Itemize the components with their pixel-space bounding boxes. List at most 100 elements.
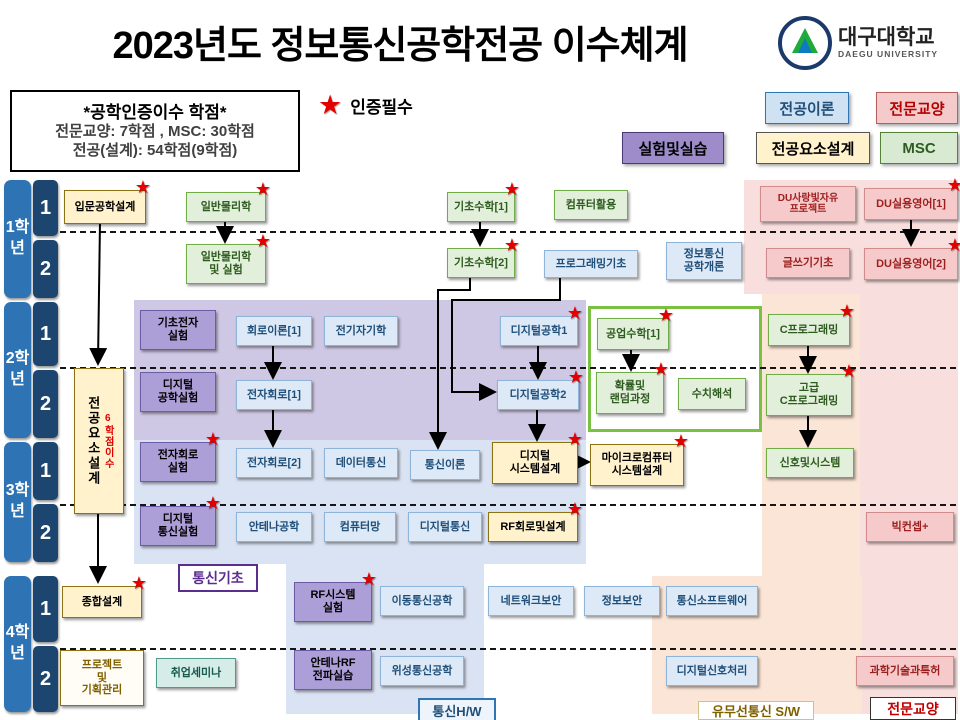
course-microcomputer-system-design: ★마이크로컴퓨터 시스템설계: [590, 432, 689, 486]
course-communication-theory: 통신이론: [410, 450, 480, 480]
course-digital-signal-processing: 디지털신호처리: [666, 656, 758, 686]
course-du-english-2: ★DU실용영어[2]: [864, 236, 960, 280]
course-label: 컴퓨터망: [339, 520, 381, 533]
course-antenna-rf-practice: 안테나RF 전파실습: [294, 650, 372, 690]
separator-y4: [60, 648, 956, 650]
course-mobile-communication: 이동통신공학: [380, 586, 464, 616]
legend-major-theory: 전공이론: [765, 92, 849, 124]
year-2-sem-2: 2: [33, 370, 58, 438]
course-label: 종합설계: [81, 595, 123, 608]
course-label: 과학기술과특허: [869, 664, 941, 677]
group-label-wireless-sw: 유무선통신 S/W: [698, 701, 814, 720]
course-engineering-math-1: ★공업수학[1]: [597, 306, 674, 350]
course-general-physics-lab: ★일반물리학 및 실험: [186, 232, 271, 284]
required-star-icon: ★: [946, 235, 960, 255]
course-digital-engineering-1: ★디지털공학1: [500, 304, 583, 346]
required-star-icon: ★: [840, 361, 857, 381]
course-rf-circuit-design: ★RF회로및설계: [488, 500, 583, 542]
year-3-label: 3학 년: [5, 482, 30, 520]
university-emblem-icon: [778, 16, 832, 70]
course-label: 디지털 공학실험: [157, 379, 199, 404]
course-electronic-circuits-1: 전자회로[1]: [236, 380, 312, 410]
course-ict-introduction: 정보통신 공학개론: [666, 242, 742, 280]
year-2: 2학 년: [4, 302, 31, 438]
course-computer-networks: 컴퓨터망: [324, 512, 396, 542]
course-circuit-theory-1: 회로이론[1]: [236, 316, 312, 346]
course-c-programming: ★C프로그래밍: [768, 302, 855, 346]
required-star-icon: ★: [652, 359, 669, 379]
required-star-icon: ★: [566, 429, 583, 449]
required-star-icon: ★: [360, 569, 377, 589]
separator-y1: [60, 231, 956, 233]
required-star-icon: ★: [838, 301, 855, 321]
required-star-icon: ★: [254, 179, 271, 199]
year-1-label: 1학 년: [5, 219, 30, 257]
required-star-icon: ★: [503, 179, 520, 199]
course-label: 회로이론[1]: [247, 324, 301, 337]
course-basic-electronics-lab: 기초전자 실험: [140, 310, 216, 350]
course-electromagnetics: 전기자기학: [324, 316, 398, 346]
required-star-icon: ★: [566, 303, 583, 323]
course-label: 디지털통신: [419, 520, 471, 533]
course-label: 일반물리학 및 실험: [200, 251, 252, 276]
course-electronic-circuits-2: 전자회로[2]: [236, 448, 312, 478]
required-star-icon: ★: [204, 493, 221, 513]
year-4-sem-2: 2: [33, 646, 58, 712]
course-communication-software: 통신소프트웨어: [666, 586, 758, 616]
course-satellite-communication: 위성통신공학: [380, 656, 464, 686]
course-label: 전기자기학: [335, 324, 387, 337]
course-label: 기초수학[2]: [454, 256, 508, 269]
course-label: 기초전자 실험: [157, 317, 199, 342]
course-job-seminar: 취업세미나: [156, 658, 236, 688]
course-label: 전공요소설계: [85, 396, 101, 486]
year-4-sem-1: 1: [33, 576, 58, 642]
course-intro-engineering-design: ★입문공학설계: [64, 178, 151, 224]
group-label-comm-basic: 통신기초: [178, 564, 258, 592]
course-data-communication: 데이터통신: [324, 448, 398, 478]
course-general-physics: ★일반물리학: [186, 180, 271, 222]
course-label: 프로젝트 및 기획관리: [81, 659, 123, 697]
course-basic-math-2: ★기초수학[2]: [447, 236, 520, 278]
course-label: RF회로및설계: [500, 520, 566, 533]
year-3: 3학 년: [4, 442, 31, 562]
info-line-3: 전공(설계): 54학점(9학점): [72, 141, 238, 159]
course-digital-engineering-lab: 디지털 공학실험: [140, 372, 216, 412]
credit-note: 6학점이수: [102, 413, 114, 469]
page-title: 2023년도 정보통신공학전공 이수체계: [112, 25, 688, 67]
course-writing-basics: 글쓰기기초: [766, 248, 850, 278]
course-label: 프로그래밍기초: [555, 257, 627, 270]
year-4-label: 4학 년: [5, 624, 30, 662]
info-line-2: 전문교양: 7학점 , MSC: 30학점: [55, 122, 255, 140]
year-2-sem-1: 1: [33, 302, 58, 366]
course-label: 디지털 시스템설계: [509, 450, 561, 475]
course-label: 위성통신공학: [391, 664, 453, 677]
course-du-love-light-project: DU사랑빛자유 프로젝트: [760, 186, 856, 222]
course-digital-communication: 디지털통신: [408, 512, 482, 542]
star-legend-label: 인증필수: [350, 98, 413, 117]
required-star-icon: ★: [657, 305, 674, 325]
required-star-icon: ★: [567, 367, 584, 387]
course-label: 취업세미나: [170, 666, 222, 679]
required-star-icon: ★: [254, 231, 271, 251]
course-label: 통신소프트웨어: [676, 594, 748, 607]
course-label: 네트워크보안: [500, 594, 562, 607]
course-label: 이동통신공학: [391, 594, 453, 607]
legend-liberal-arts: 전문교양: [876, 92, 958, 124]
course-label: RF시스템 실험: [310, 589, 356, 614]
course-digital-engineering-2: ★디지털공학2: [497, 368, 584, 410]
required-star-icon: ★: [503, 235, 520, 255]
course-advanced-c-programming: ★고급 C프로그래밍: [766, 362, 857, 416]
course-probability-random-process: ★확률및 랜덤과정: [596, 360, 669, 414]
star-icon: ★: [318, 90, 343, 120]
separator-y3: [60, 504, 956, 506]
course-label: 글쓰기기초: [782, 256, 834, 269]
course-signals-and-systems: 신호및시스템: [766, 448, 854, 478]
course-label: 디지털 통신실험: [157, 513, 199, 538]
course-project-planning-management: 프로젝트 및 기획관리: [60, 650, 144, 706]
course-label: 통신이론: [424, 458, 466, 471]
year-3-sem-2: 2: [33, 504, 58, 562]
certification-credits-box: *공학인증이수 학점* 전문교양: 7학점 , MSC: 30학점 전공(설계)…: [10, 90, 300, 172]
course-numerical-analysis: 수치해석: [678, 378, 746, 410]
year-1-sem-1: 1: [33, 180, 58, 236]
course-label: 일반물리학: [200, 200, 252, 213]
